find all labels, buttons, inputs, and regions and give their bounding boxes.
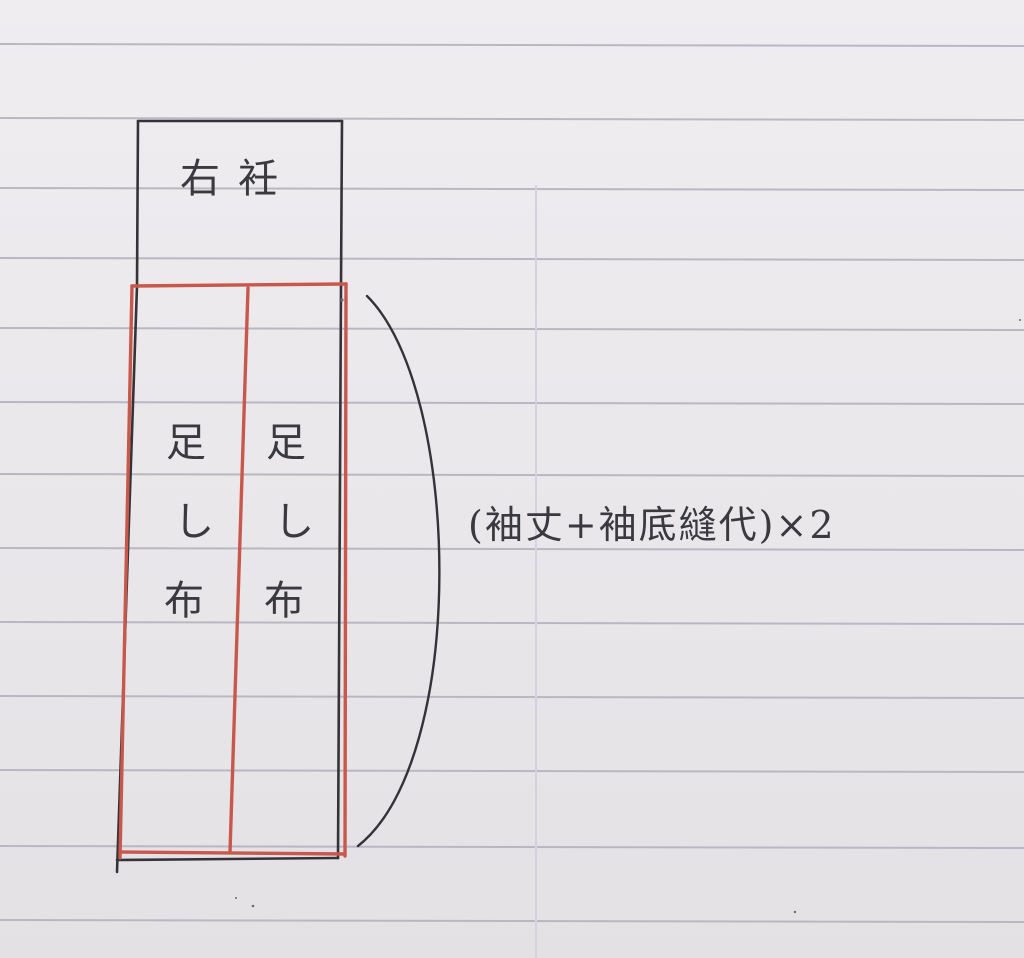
red-strip-left-edge	[118, 284, 134, 860]
rule-line	[0, 845, 1024, 849]
top-block-label: 右衽	[180, 156, 296, 202]
paper-specks	[235, 298, 1021, 914]
red-strip-divider	[228, 286, 250, 854]
rule-line	[0, 769, 1024, 773]
rule-line	[0, 621, 1024, 625]
strip-left-char: し	[174, 499, 214, 545]
rule-line	[0, 257, 1024, 261]
rule-line	[0, 401, 1024, 405]
red-strip-bottom-edge	[118, 850, 347, 856]
rule-line	[0, 43, 1024, 47]
lower-block-outline	[115, 284, 343, 874]
strip-left-label: 足 し 布	[164, 420, 214, 624]
rule-line	[0, 547, 1024, 551]
rule-line	[0, 695, 1024, 699]
strip-right-char: 足	[266, 420, 306, 466]
rule-line	[0, 117, 1024, 121]
strip-left-char: 布	[164, 578, 204, 624]
ruled-lines	[0, 43, 1024, 923]
red-strips	[118, 282, 348, 860]
strip-left-char: 足	[166, 420, 206, 466]
red-strip-right-edge	[343, 282, 348, 858]
rule-line	[0, 187, 1024, 191]
red-strip-top-edge	[130, 282, 348, 288]
formula-label: (袖丈+袖底縫代)×2	[468, 503, 836, 547]
strip-right-label: 足 し 布	[264, 420, 314, 624]
rule-line	[0, 327, 1024, 331]
bracket-curve	[356, 294, 441, 848]
top-block	[135, 119, 344, 288]
rule-line	[0, 919, 1024, 923]
strip-right-char: し	[274, 499, 314, 545]
strip-right-char: 布	[264, 578, 304, 624]
rule-line	[0, 473, 1024, 477]
